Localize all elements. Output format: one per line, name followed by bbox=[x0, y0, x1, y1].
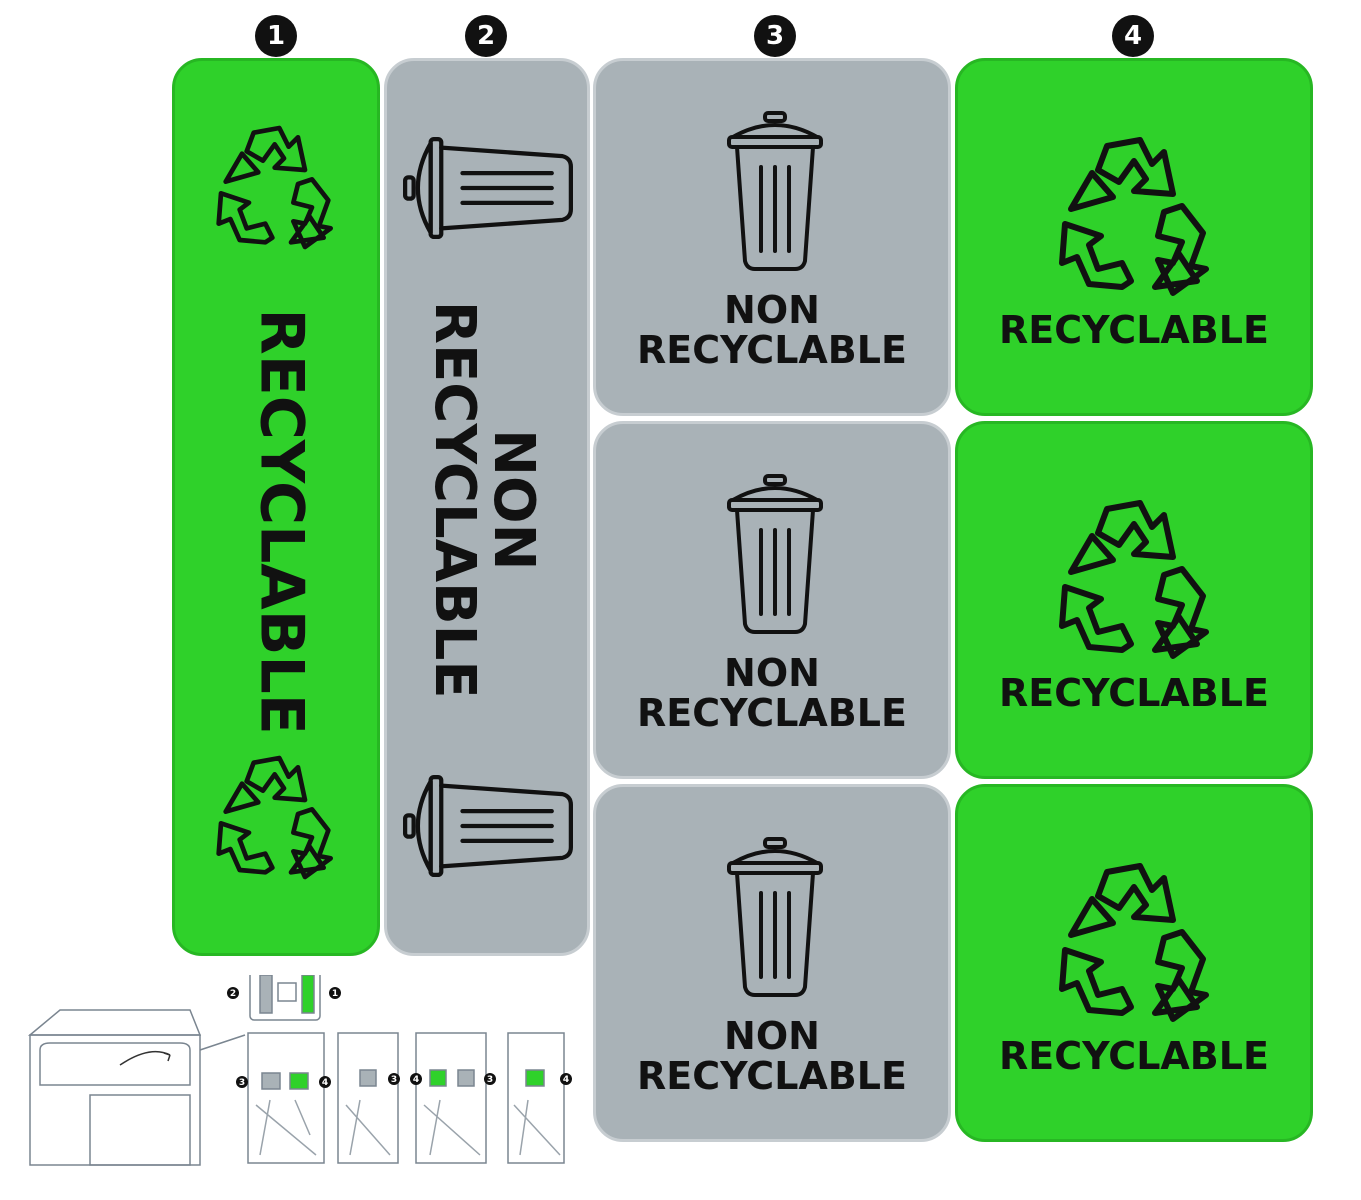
diagram-marker: 2 bbox=[230, 989, 236, 999]
diagram-marker: 3 bbox=[487, 1075, 493, 1085]
non-recyclable-strip-line1: NON bbox=[480, 429, 546, 571]
trash-can-icon bbox=[727, 111, 823, 271]
recyclable-tile: RECYCLABLE bbox=[955, 58, 1313, 416]
recycle-icon bbox=[1047, 857, 1227, 1037]
tile-label-line2: RECYCLABLE bbox=[637, 690, 907, 735]
marker-2: 2 bbox=[465, 15, 507, 57]
recyclable-tile: RECYCLABLE bbox=[955, 421, 1313, 779]
non-recyclable-strip-label: NON RECYCLABLE bbox=[422, 300, 546, 700]
recycle-icon bbox=[207, 751, 347, 891]
recyclable-strip-panel: RECYCLABLE bbox=[172, 58, 380, 956]
diagram-marker: 4 bbox=[322, 1078, 328, 1088]
marker-4: 4 bbox=[1112, 15, 1154, 57]
tile-label-line1: NON bbox=[724, 651, 820, 695]
diagram-marker: 1 bbox=[332, 989, 338, 999]
tile-label-line2: RECYCLABLE bbox=[637, 1053, 907, 1098]
non-recyclable-tile: NON RECYCLABLE bbox=[593, 421, 951, 779]
trash-can-icon bbox=[727, 837, 823, 997]
recycle-icon bbox=[1047, 131, 1227, 311]
non-recyclable-strip-line2: RECYCLABLE bbox=[422, 300, 487, 699]
marker-3: 3 bbox=[754, 15, 796, 57]
tile-label-line1: NON bbox=[724, 288, 820, 332]
diagram-marker: 4 bbox=[563, 1075, 569, 1085]
bin-installation-diagram: 2 1 3 4 3 4 3 4 bbox=[27, 975, 572, 1166]
tile-label-line2: RECYCLABLE bbox=[637, 327, 907, 372]
tile-label: RECYCLABLE bbox=[999, 671, 1269, 715]
recyclable-tile: RECYCLABLE bbox=[955, 784, 1313, 1142]
tile-label: RECYCLABLE bbox=[999, 1034, 1269, 1078]
tile-label-line1: NON bbox=[724, 1014, 820, 1058]
trash-can-icon bbox=[727, 474, 823, 634]
marker-1: 1 bbox=[255, 15, 297, 57]
diagram-marker: 3 bbox=[239, 1078, 245, 1088]
recycle-icon bbox=[1047, 494, 1227, 674]
recyclable-strip-label: RECYCLABLE bbox=[246, 308, 317, 735]
diagram-marker: 3 bbox=[391, 1075, 397, 1085]
diagram-marker: 4 bbox=[413, 1075, 419, 1085]
non-recyclable-tile: NON RECYCLABLE bbox=[593, 58, 951, 416]
non-recyclable-tile: NON RECYCLABLE bbox=[593, 784, 951, 1142]
recycle-icon bbox=[207, 121, 347, 261]
non-recyclable-strip-panel: NON RECYCLABLE bbox=[384, 58, 590, 956]
trash-can-icon bbox=[403, 133, 573, 243]
trash-can-icon bbox=[403, 771, 573, 881]
tile-label: RECYCLABLE bbox=[999, 308, 1269, 352]
